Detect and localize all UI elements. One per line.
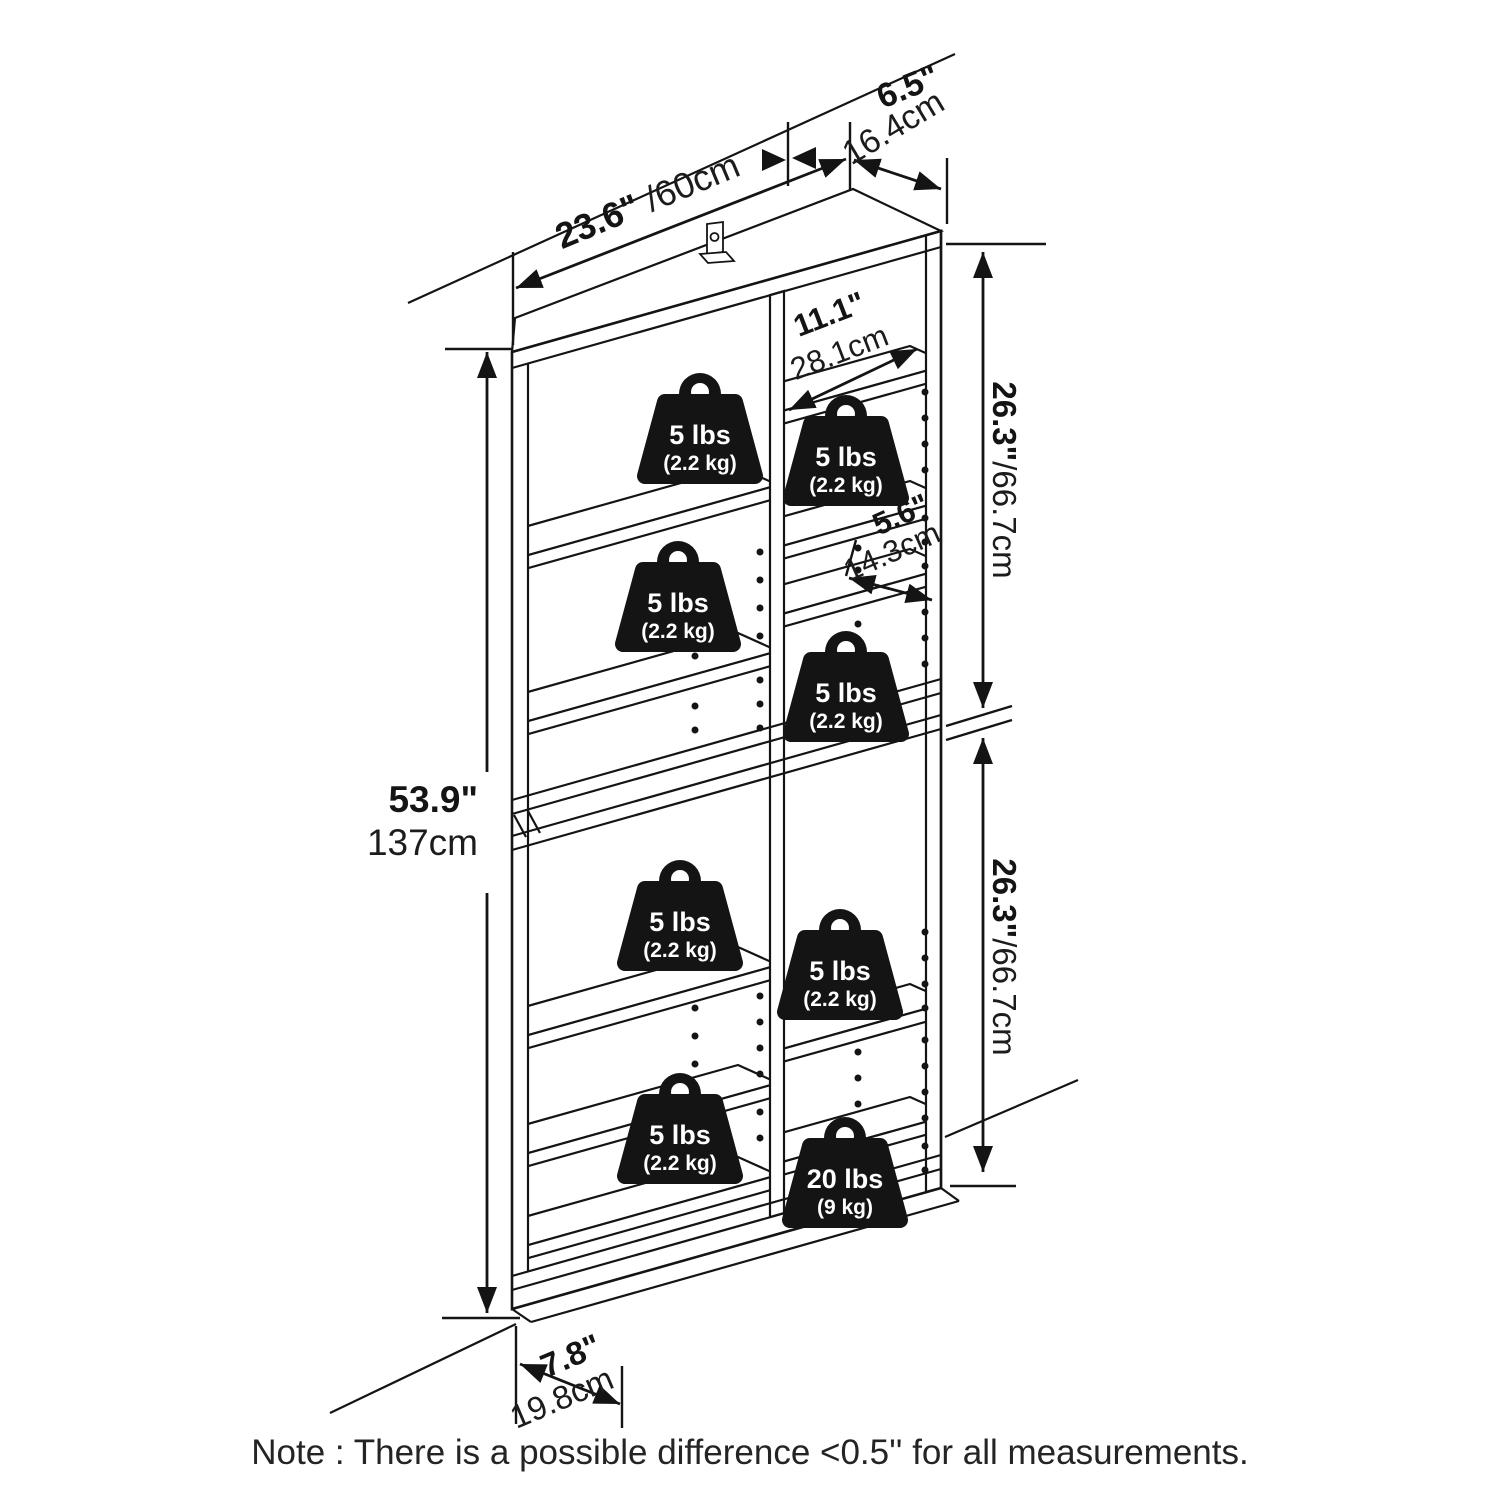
weight-sublabel: (2.2 kg) (641, 620, 715, 643)
weight-sublabel: (9 kg) (817, 1196, 873, 1219)
weight-badge: 5 lbs (2.2 kg) (783, 395, 909, 506)
weight-label: 5 lbs (815, 678, 877, 708)
weight-sublabel: (2.2 kg) (809, 710, 883, 733)
weight-label: 5 lbs (649, 1120, 711, 1150)
total-height-inches: 53.9" (388, 779, 478, 820)
top-width-inches: 23.6" (549, 186, 645, 257)
dimension-base-depth: 7.8" 19.8cm (504, 1326, 624, 1436)
weight-sublabel: (2.2 kg) (809, 474, 883, 497)
weight-label: 5 lbs (647, 588, 709, 618)
weight-badge: 5 lbs (2.2 kg) (783, 631, 909, 742)
total-height-cm: 137cm (367, 822, 478, 863)
upper-height-label: 26.3"/66.7cm (986, 381, 1023, 578)
floor-reference-line-left (329, 1323, 517, 1414)
right-side-panel (924, 229, 943, 1194)
weight-label: 5 lbs (809, 956, 871, 986)
weight-label: 20 lbs (807, 1164, 884, 1194)
weight-badge-20lbs: 20 lbs (9 kg) (782, 1117, 908, 1228)
weight-badge: 5 lbs (2.2 kg) (617, 1073, 743, 1184)
weight-sublabel: (2.2 kg) (643, 1152, 717, 1175)
top-width-cm: /60cm (630, 144, 746, 223)
lower-height-cm: /66.7cm (986, 938, 1023, 1055)
weight-sublabel: (2.2 kg) (663, 452, 737, 475)
upper-height-inches: 26.3" (986, 381, 1023, 461)
measurement-note: Note : There is a possible difference <0… (251, 1433, 1248, 1472)
floor-reference-line-right (944, 1078, 1079, 1139)
weight-badge: 5 lbs (2.2 kg) (637, 373, 763, 484)
weight-label: 5 lbs (669, 420, 731, 450)
lower-height-label: 26.3"/66.7cm (986, 858, 1023, 1055)
lower-height-inches: 26.3" (986, 858, 1023, 938)
upper-height-cm: /66.7cm (986, 461, 1023, 578)
weight-badge: 5 lbs (2.2 kg) (617, 860, 743, 971)
dimension-upper-height: 26.3"/66.7cm (945, 242, 1046, 742)
weight-badge: 5 lbs (2.2 kg) (777, 909, 903, 1020)
weight-label: 5 lbs (649, 907, 711, 937)
dimension-total-height: 53.9" 137cm (367, 347, 520, 1320)
center-divider-panel (768, 289, 786, 1219)
weight-label: 5 lbs (815, 442, 877, 472)
dimension-lower-height: 26.3"/66.7cm (950, 738, 1023, 1188)
top-board-underside (511, 245, 942, 370)
weight-sublabel: (2.2 kg) (803, 988, 877, 1011)
weight-sublabel: (2.2 kg) (643, 939, 717, 962)
weight-badge: 5 lbs (2.2 kg) (615, 541, 741, 652)
